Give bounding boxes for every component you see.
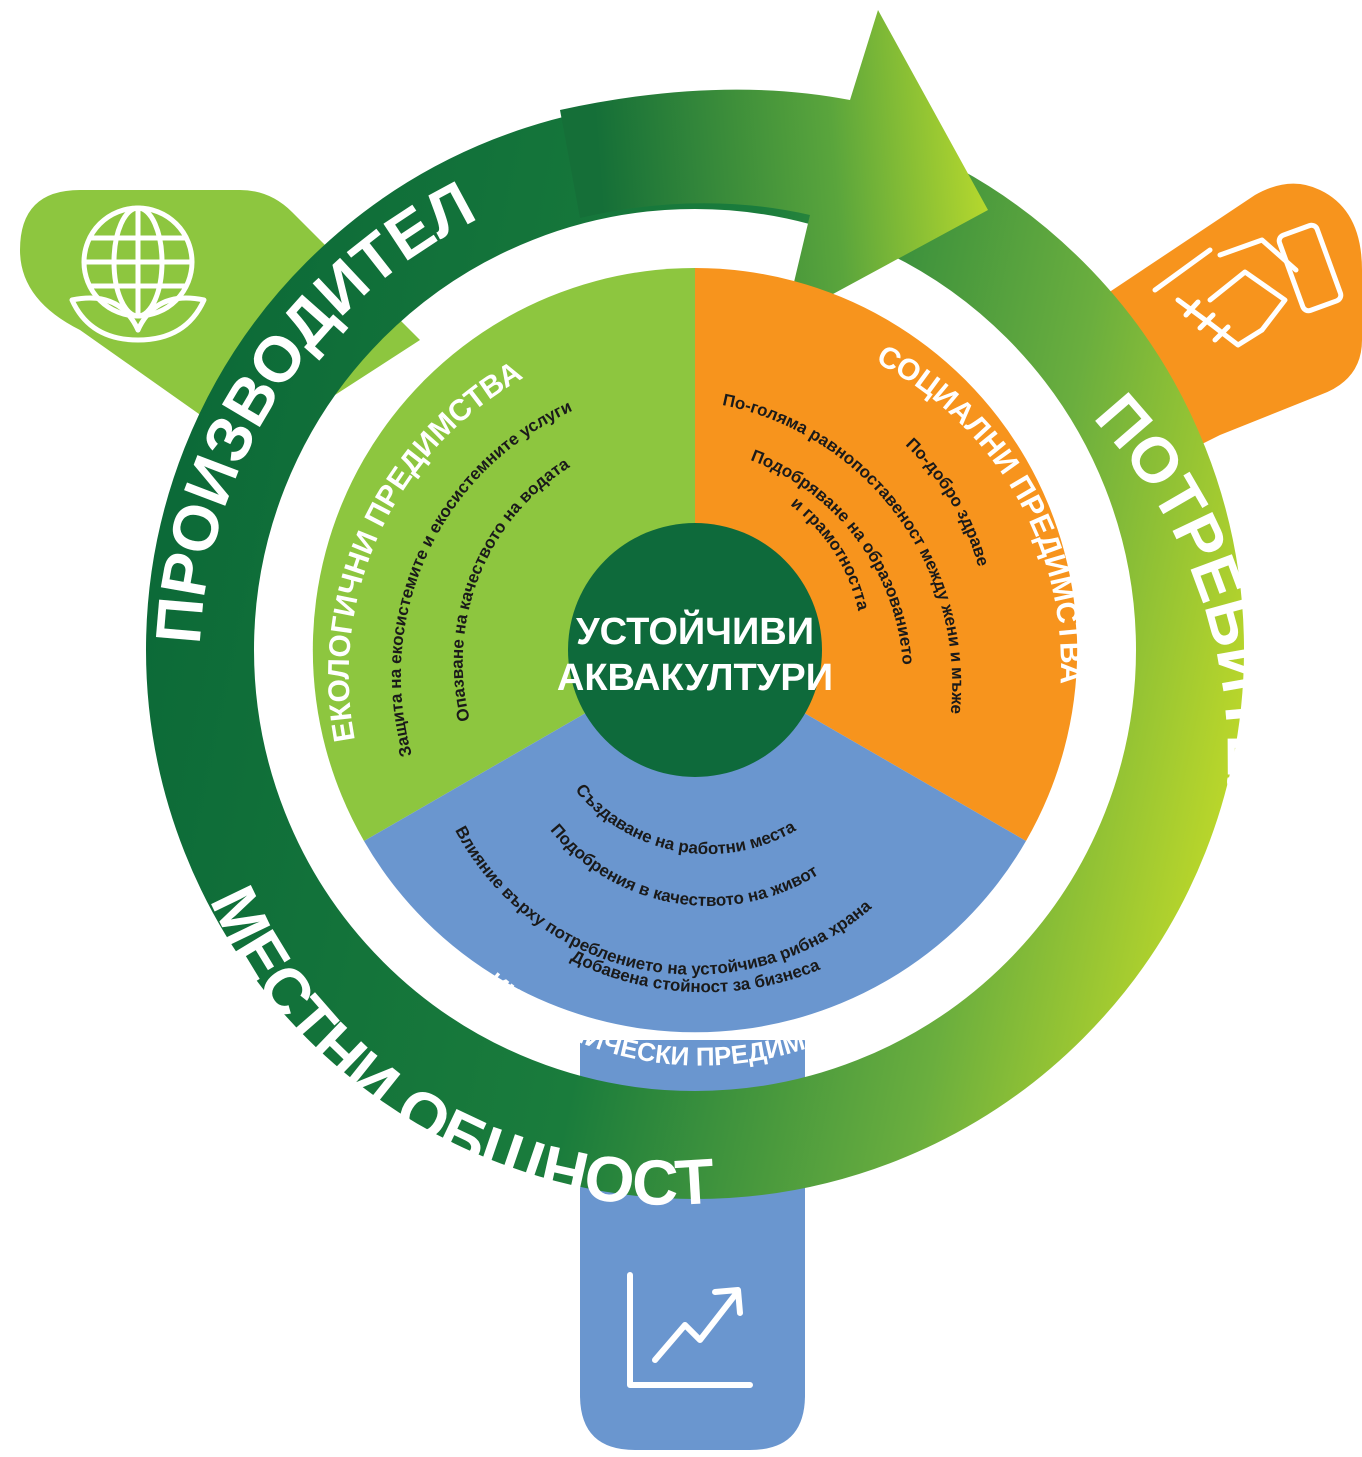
center-circle	[568, 523, 822, 777]
growth-chart-icon	[627, 1272, 753, 1388]
handshake-icon	[1152, 222, 1344, 348]
center-title-line1: УСТОЙЧИВИ	[576, 608, 814, 653]
economic-sector	[364, 650, 1026, 1033]
globe-leaves-icon	[69, 205, 207, 343]
center-title-line2: АКВАКУЛТУРИ	[557, 657, 833, 699]
ring-arrow	[560, 10, 988, 320]
